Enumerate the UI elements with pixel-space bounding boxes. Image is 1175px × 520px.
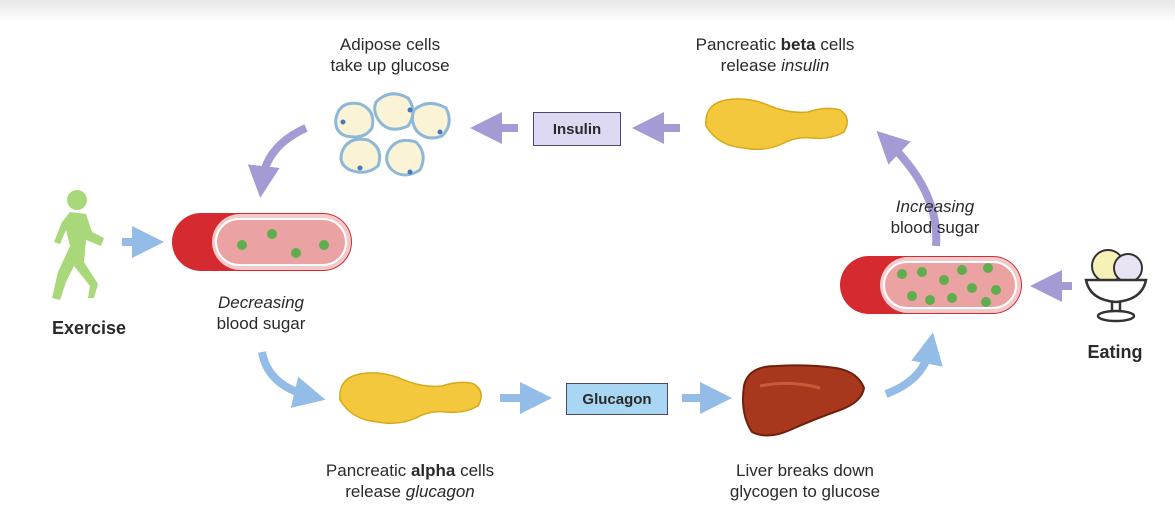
eating-label: Eating bbox=[1087, 342, 1143, 362]
blood-vessel-icon-left bbox=[172, 213, 352, 271]
glucose-molecule-icon bbox=[319, 240, 329, 250]
pancreas-icon-beta bbox=[705, 98, 848, 151]
adipose-label: Adipose cells take up glucose bbox=[300, 34, 480, 76]
liver-to-vessel-arrow bbox=[884, 332, 943, 398]
decreasing-label-line2: blood sugar bbox=[216, 314, 306, 333]
alpha-label-pre: Pancreatic bbox=[325, 461, 411, 480]
pancreas-icon-alpha bbox=[339, 372, 482, 425]
alpha-label-post: cells bbox=[455, 461, 495, 480]
adipose-to-vessel-arrow bbox=[247, 124, 308, 198]
liver-label: Liver breaks down glycogen to glucose bbox=[700, 460, 910, 502]
alpha-label-line2-italic: glucagon bbox=[405, 482, 475, 501]
ice-cream-icon bbox=[1084, 249, 1148, 323]
glucose-molecule-icon bbox=[291, 248, 301, 258]
glucose-molecule-icon bbox=[917, 267, 927, 277]
insulin-box: Insulin bbox=[533, 112, 621, 146]
adipose-label-line1: Adipose cells bbox=[339, 35, 441, 54]
beta-label-line2-italic: insulin bbox=[781, 56, 830, 75]
alpha-label: Pancreatic alpha cells release glucagon bbox=[290, 460, 530, 502]
glucose-molecule-icon bbox=[237, 240, 247, 250]
blood-vessel-icon-right bbox=[840, 256, 1022, 314]
increasing-label-italic: Increasing bbox=[895, 197, 975, 216]
adipose-cells-icon bbox=[334, 92, 451, 177]
glucose-molecule-icon bbox=[967, 283, 977, 293]
vessel-to-beta-arrow bbox=[876, 130, 941, 247]
glucose-molecule-icon bbox=[957, 265, 967, 275]
glucagon-box: Glucagon bbox=[566, 383, 668, 415]
glucose-molecule-icon bbox=[925, 295, 935, 305]
adipose-label-line2: take up glucose bbox=[330, 56, 450, 75]
liver-label-line2: glycogen to glucose bbox=[729, 482, 881, 501]
beta-label-line2-pre: release bbox=[720, 56, 782, 75]
increasing-label: Increasing blood sugar bbox=[860, 196, 1010, 238]
glucose-molecule-icon bbox=[907, 291, 917, 301]
glucose-molecule-icon bbox=[947, 293, 957, 303]
beta-label-bold: beta bbox=[780, 35, 816, 54]
liver-label-line1: Liver breaks down bbox=[736, 461, 874, 480]
alpha-label-line2-pre: release bbox=[345, 482, 406, 501]
glucose-molecule-icon bbox=[991, 285, 1001, 295]
liver-icon bbox=[742, 364, 866, 437]
running-person-icon bbox=[52, 190, 104, 300]
top-shadow-band bbox=[0, 0, 1175, 22]
beta-label-pre: Pancreatic bbox=[695, 35, 781, 54]
decreasing-label: Decreasing blood sugar bbox=[186, 292, 336, 334]
glucose-molecule-icon bbox=[267, 229, 277, 239]
alpha-label-bold: alpha bbox=[410, 461, 456, 480]
glucose-molecule-icon bbox=[983, 263, 993, 273]
exercise-label: Exercise bbox=[51, 318, 127, 338]
glucose-molecule-icon bbox=[939, 275, 949, 285]
beta-label-post: cells bbox=[815, 35, 855, 54]
beta-label: Pancreatic beta cells release insulin bbox=[660, 34, 890, 76]
increasing-label-line2: blood sugar bbox=[890, 218, 980, 237]
vessel-to-alpha-arrow bbox=[258, 351, 326, 408]
decreasing-label-italic: Decreasing bbox=[218, 293, 304, 312]
glucose-molecule-icon bbox=[981, 297, 991, 307]
glucose-molecule-icon bbox=[897, 269, 907, 279]
